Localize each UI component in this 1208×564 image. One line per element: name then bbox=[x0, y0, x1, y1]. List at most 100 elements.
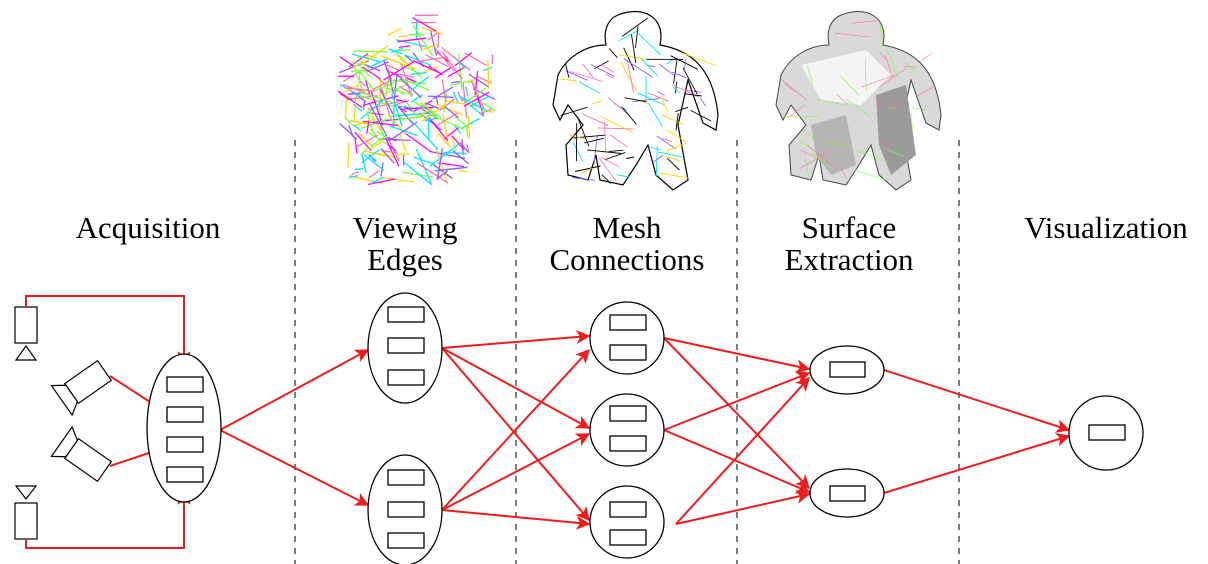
figure-stroke bbox=[661, 114, 684, 125]
figure-stroke bbox=[878, 68, 907, 88]
figure-stroke bbox=[412, 17, 437, 32]
figure-stroke bbox=[424, 102, 441, 110]
node-visualization bbox=[1068, 395, 1144, 471]
figure-stroke bbox=[394, 152, 410, 156]
figure-stroke bbox=[885, 55, 892, 73]
stage-label-connections: Connections bbox=[550, 242, 705, 277]
edge bbox=[441, 330, 591, 349]
edge bbox=[663, 337, 811, 374]
figure-stroke bbox=[380, 55, 416, 70]
figure-stroke bbox=[419, 106, 434, 116]
edge bbox=[219, 349, 370, 431]
figure-stroke bbox=[806, 65, 813, 84]
figure-stroke bbox=[684, 89, 702, 93]
figure-stroke bbox=[621, 17, 649, 37]
figure-stroke bbox=[339, 122, 358, 140]
figure-stroke bbox=[441, 51, 463, 80]
figure-stroke bbox=[570, 71, 603, 82]
figure-stroke bbox=[393, 74, 398, 101]
edge bbox=[663, 429, 811, 494]
figure-stroke bbox=[581, 113, 609, 127]
edge bbox=[441, 348, 590, 511]
figure-stroke bbox=[684, 93, 702, 97]
figure-stroke bbox=[434, 66, 452, 79]
figure-stroke bbox=[397, 37, 427, 43]
edge bbox=[441, 509, 591, 530]
node-acquisition bbox=[146, 353, 222, 503]
figure-stroke bbox=[699, 97, 707, 107]
figure-stroke bbox=[339, 56, 354, 67]
figure-stroke bbox=[478, 76, 492, 84]
figure-stroke bbox=[658, 63, 677, 78]
figure-stroke bbox=[385, 82, 406, 96]
figure-stroke bbox=[361, 154, 367, 174]
figure-mesh-connections bbox=[552, 10, 719, 191]
figure-stroke bbox=[460, 117, 480, 130]
figure-stroke bbox=[560, 106, 588, 116]
figure-stroke bbox=[386, 64, 400, 72]
figure-stroke bbox=[398, 85, 414, 96]
figure-stroke bbox=[423, 102, 430, 111]
figure-stroke bbox=[351, 171, 360, 176]
figure-stroke bbox=[443, 99, 476, 107]
figure-stroke bbox=[618, 54, 645, 60]
stage-label-acquisition: Acquisition bbox=[76, 210, 221, 245]
figure-stroke bbox=[851, 20, 877, 24]
figure-stroke bbox=[482, 102, 496, 112]
figure-stroke bbox=[453, 124, 462, 135]
figure-stroke bbox=[404, 54, 432, 66]
figure-stroke bbox=[396, 55, 408, 65]
figure-stroke bbox=[402, 171, 433, 178]
figure-stroke bbox=[856, 149, 890, 163]
figure-stroke bbox=[672, 86, 681, 94]
edge bbox=[663, 337, 810, 490]
figure-stroke bbox=[432, 45, 455, 72]
figure-stroke bbox=[370, 91, 384, 126]
stage-label-extraction: Extraction bbox=[784, 242, 914, 277]
edge bbox=[441, 347, 590, 522]
figure-stroke bbox=[377, 78, 389, 87]
figure-stroke bbox=[437, 162, 465, 168]
figure-stroke bbox=[601, 174, 612, 184]
figure-stroke bbox=[458, 95, 489, 113]
figure-stroke bbox=[616, 174, 630, 178]
figure-stroke bbox=[598, 157, 617, 182]
figure-stroke bbox=[470, 80, 486, 111]
figure-stroke bbox=[442, 114, 449, 144]
figure-stroke bbox=[354, 137, 358, 154]
figure-stroke bbox=[666, 157, 680, 171]
figure-stroke bbox=[458, 169, 468, 173]
figure-stroke bbox=[435, 147, 448, 182]
figure-stroke bbox=[388, 121, 418, 142]
figure-stroke bbox=[569, 134, 585, 140]
figure-stroke bbox=[404, 105, 413, 112]
figure-stroke bbox=[580, 167, 593, 175]
figure-stroke bbox=[787, 105, 805, 119]
figure-stroke bbox=[452, 149, 470, 165]
figure-stroke bbox=[348, 92, 361, 95]
figure-stroke bbox=[437, 32, 440, 49]
figure-stroke bbox=[660, 95, 669, 114]
figure-stroke bbox=[366, 111, 374, 133]
figure-stroke bbox=[459, 142, 470, 154]
node-surface-extraction-2 bbox=[809, 468, 885, 518]
figure-stroke bbox=[577, 118, 590, 147]
figure-stroke bbox=[578, 81, 601, 94]
figure-stroke bbox=[626, 59, 635, 93]
edge bbox=[663, 371, 811, 431]
figure-stroke bbox=[690, 110, 712, 122]
figure-stroke bbox=[397, 106, 407, 113]
figure-stroke bbox=[366, 54, 378, 59]
figure-stroke bbox=[380, 148, 395, 164]
figure-stroke bbox=[406, 77, 416, 83]
figure-stroke bbox=[587, 149, 622, 154]
figure-stroke bbox=[435, 96, 439, 105]
figure-stroke bbox=[437, 132, 452, 149]
figure-stroke bbox=[845, 98, 871, 117]
figure-stroke bbox=[653, 154, 664, 163]
figure-stroke bbox=[648, 103, 663, 127]
figure-stroke bbox=[410, 71, 427, 76]
figure-stroke bbox=[601, 157, 620, 168]
figure-stroke bbox=[584, 137, 604, 144]
